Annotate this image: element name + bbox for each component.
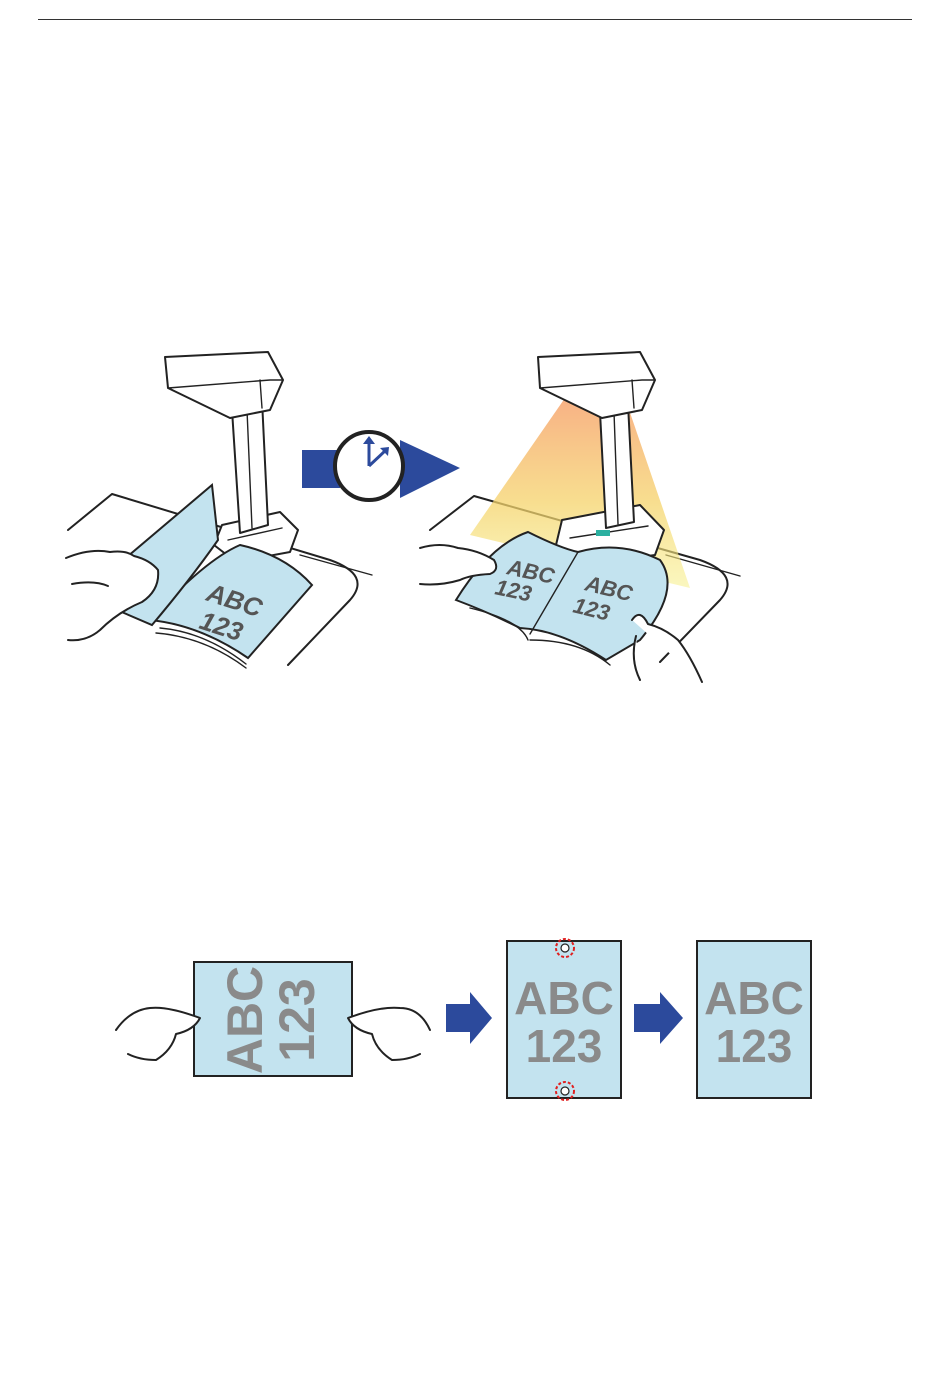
wait-indicator bbox=[302, 432, 460, 500]
doc-fingers-line2: 123 bbox=[526, 1020, 603, 1072]
doc-clean-line1: ABC bbox=[704, 972, 804, 1024]
scanner-head bbox=[165, 352, 283, 418]
hand-right bbox=[348, 1008, 430, 1060]
doc-clean-line2: 123 bbox=[716, 1020, 793, 1072]
arrow-right-icon bbox=[634, 992, 683, 1044]
doc-rotated-line2: 123 bbox=[269, 978, 325, 1061]
arrow-right-icon bbox=[400, 440, 460, 498]
scanner-scene-left: ABC 123 bbox=[66, 352, 372, 668]
scanner-scene-right: ABC 123 ABC 123 bbox=[420, 352, 740, 682]
arrow-right-icon bbox=[446, 992, 492, 1044]
hand-left bbox=[66, 551, 158, 640]
doc-rotated-line1: ABC bbox=[217, 966, 273, 1074]
hand-left bbox=[116, 1008, 200, 1060]
scanner-head bbox=[538, 352, 655, 418]
doc-fingers-line1: ABC bbox=[514, 972, 614, 1024]
document-correction-sequence: ABC 123 ABC 123 ABC 123 bbox=[116, 939, 811, 1100]
